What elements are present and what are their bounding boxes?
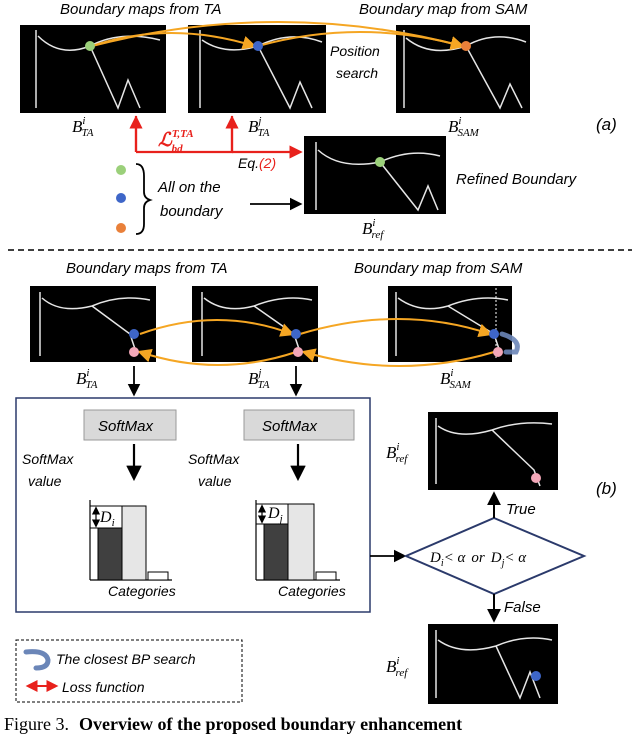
position-search-line2: search [336,65,378,81]
title-sam-b: Boundary map from SAM [354,260,523,277]
panel-tag-b: (b) [596,479,617,498]
boundary-map-sam-a [396,25,530,113]
point-pink-b-sam [493,347,503,357]
softmax-bars-2 [255,500,340,581]
d-j-label: Dj [267,505,283,525]
refined-map-true-b [428,412,558,490]
softmax-bars-1 [89,500,172,581]
eq-label-a: Eq.(2) [238,155,276,171]
title-sam-a: Boundary map from SAM [359,1,528,18]
softmax-label-1: SoftMax [98,418,154,435]
softmax-label-2: SoftMax [262,418,318,435]
boundary-map-ta-i-a [20,25,166,113]
bar-1-1 [97,527,123,581]
softmax-value-2-line2: value [198,473,232,489]
point-blue-a [253,41,263,51]
refined-map-false-b [428,624,558,704]
search-arrow-b-forward-1 [139,319,295,337]
refined-boundary-label: Refined Boundary [456,171,578,188]
point-blue-b-sam [489,329,499,339]
figure-caption: Figure 3.Overview of the proposed bounda… [4,714,462,734]
bar-1-3 [147,571,169,581]
legend-brace [135,163,153,235]
legend-box [15,639,243,703]
softmax-panel [15,397,371,613]
bar-1-2 [121,505,147,581]
legend-search-icon [23,649,51,671]
point-green-refined-a [375,157,385,167]
legend-point-green [116,165,126,175]
d-i-label: Di [99,509,115,529]
position-search-line1: Position [330,43,380,59]
true-label: True [506,501,536,518]
softmax-box-1 [83,409,177,441]
title-ta-a: Boundary maps from TA [60,1,221,18]
point-blue-refined-b [531,671,541,681]
refined-boundary-map-a [304,136,446,214]
categories-label-1: Categories [108,583,176,599]
legend-point-orange [116,223,126,233]
softmax-value-2-line1: SoftMax [188,451,240,467]
all-on-boundary-line1: All on the [157,179,221,196]
title-ta-b: Boundary maps from TA [66,260,227,277]
categories-label-2: Categories [278,583,346,599]
point-pink-refined-b [531,473,541,483]
bar-2-3 [315,571,337,581]
search-arrow-long [91,21,465,50]
panel-tag-a: (a) [596,115,617,134]
boundary-map-ta-j-a [188,25,326,113]
search-arrow-b-back-2 [137,348,297,366]
point-blue-b-ta-i [129,329,139,339]
closest-bp-search-icon [499,331,520,355]
false-label: False [504,599,541,616]
point-orange-a [461,41,471,51]
softmax-box-2 [243,409,355,441]
bar-2-1 [263,523,289,581]
point-blue-b-ta-j [291,329,301,339]
search-arrow-b-back-1 [301,348,495,367]
bar-2-2 [287,503,315,581]
point-green-a [85,41,95,51]
legend-search-label: The closest BP search [56,651,196,667]
softmax-value-1-line1: SoftMax [22,451,74,467]
point-pink-b-ta-j [293,347,303,357]
all-on-boundary-line2: boundary [160,203,224,220]
softmax-value-1-line2: value [28,473,62,489]
legend-point-blue [116,193,126,203]
legend-loss-label: Loss function [62,679,145,695]
point-pink-b-ta-i [129,347,139,357]
search-arrow-b-forward-2 [299,318,493,338]
